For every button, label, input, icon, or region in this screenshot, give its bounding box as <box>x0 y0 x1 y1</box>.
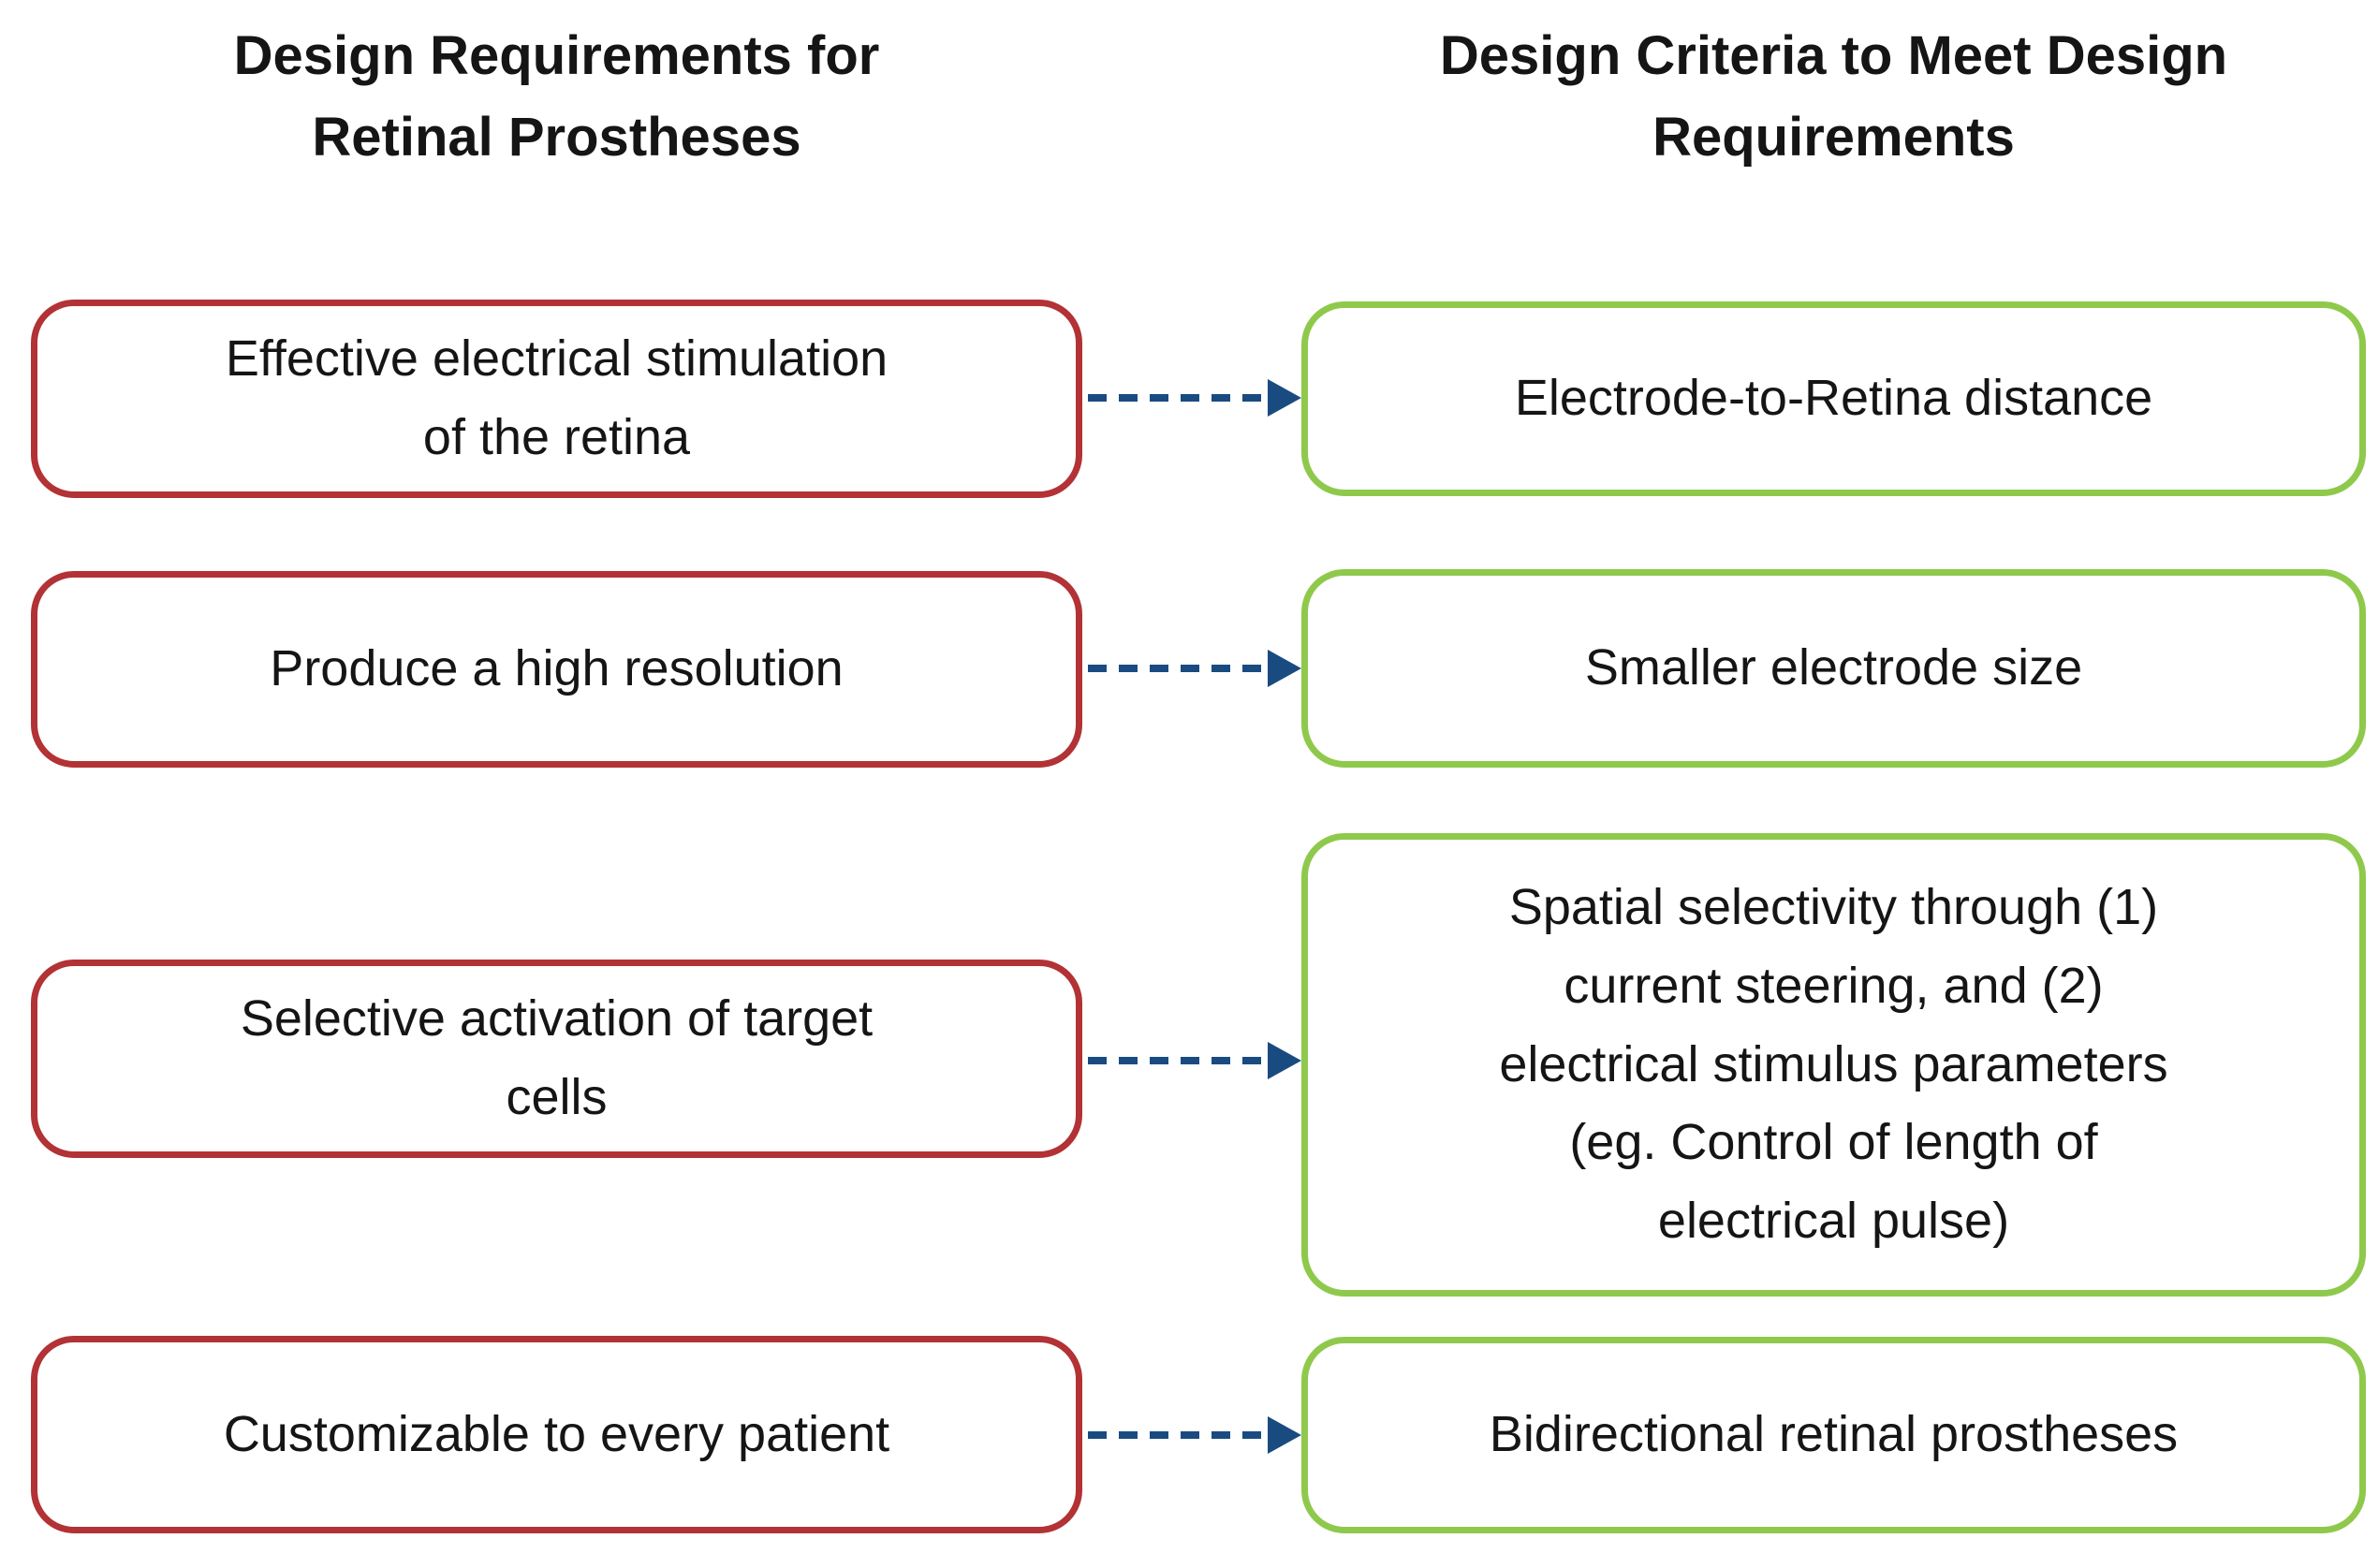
dashed-arrow-row2 <box>1088 650 1301 687</box>
arrow-head-icon <box>1268 1416 1301 1454</box>
criteria-box-spatial-selectivity: Spatial selectivity through (1) current … <box>1301 833 2366 1297</box>
dashed-arrow-row1 <box>1088 379 1301 417</box>
requirement-box-effective-stimulation: Effective electrical stimulation of the … <box>31 300 1082 498</box>
requirement-box-high-resolution: Produce a high resolution <box>31 571 1082 768</box>
criteria-box-smaller-electrode: Smaller electrode size <box>1301 569 2366 768</box>
left-column-title: Design Requirements for Retinal Prosthes… <box>233 25 880 168</box>
dashed-arrow-row3 <box>1088 1042 1301 1079</box>
arrow-dash-line <box>1088 1431 1268 1439</box>
arrow-dash-line <box>1088 1057 1268 1064</box>
criteria-box-electrode-distance: Electrode-to-Retina distance <box>1301 301 2366 496</box>
arrow-head-icon <box>1268 650 1301 687</box>
arrow-head-icon <box>1268 1042 1301 1079</box>
arrow-dash-line <box>1088 394 1268 402</box>
arrow-head-icon <box>1268 379 1301 417</box>
dashed-arrow-row4 <box>1088 1416 1301 1454</box>
requirement-box-customizable: Customizable to every patient <box>31 1336 1082 1533</box>
arrow-dash-line <box>1088 665 1268 672</box>
right-column-title: Design Criteria to Meet Design Requireme… <box>1439 25 2228 168</box>
requirement-box-selective-activation: Selective activation of target cells <box>31 960 1082 1158</box>
criteria-box-bidirectional: Bidirectional retinal prostheses <box>1301 1337 2366 1533</box>
